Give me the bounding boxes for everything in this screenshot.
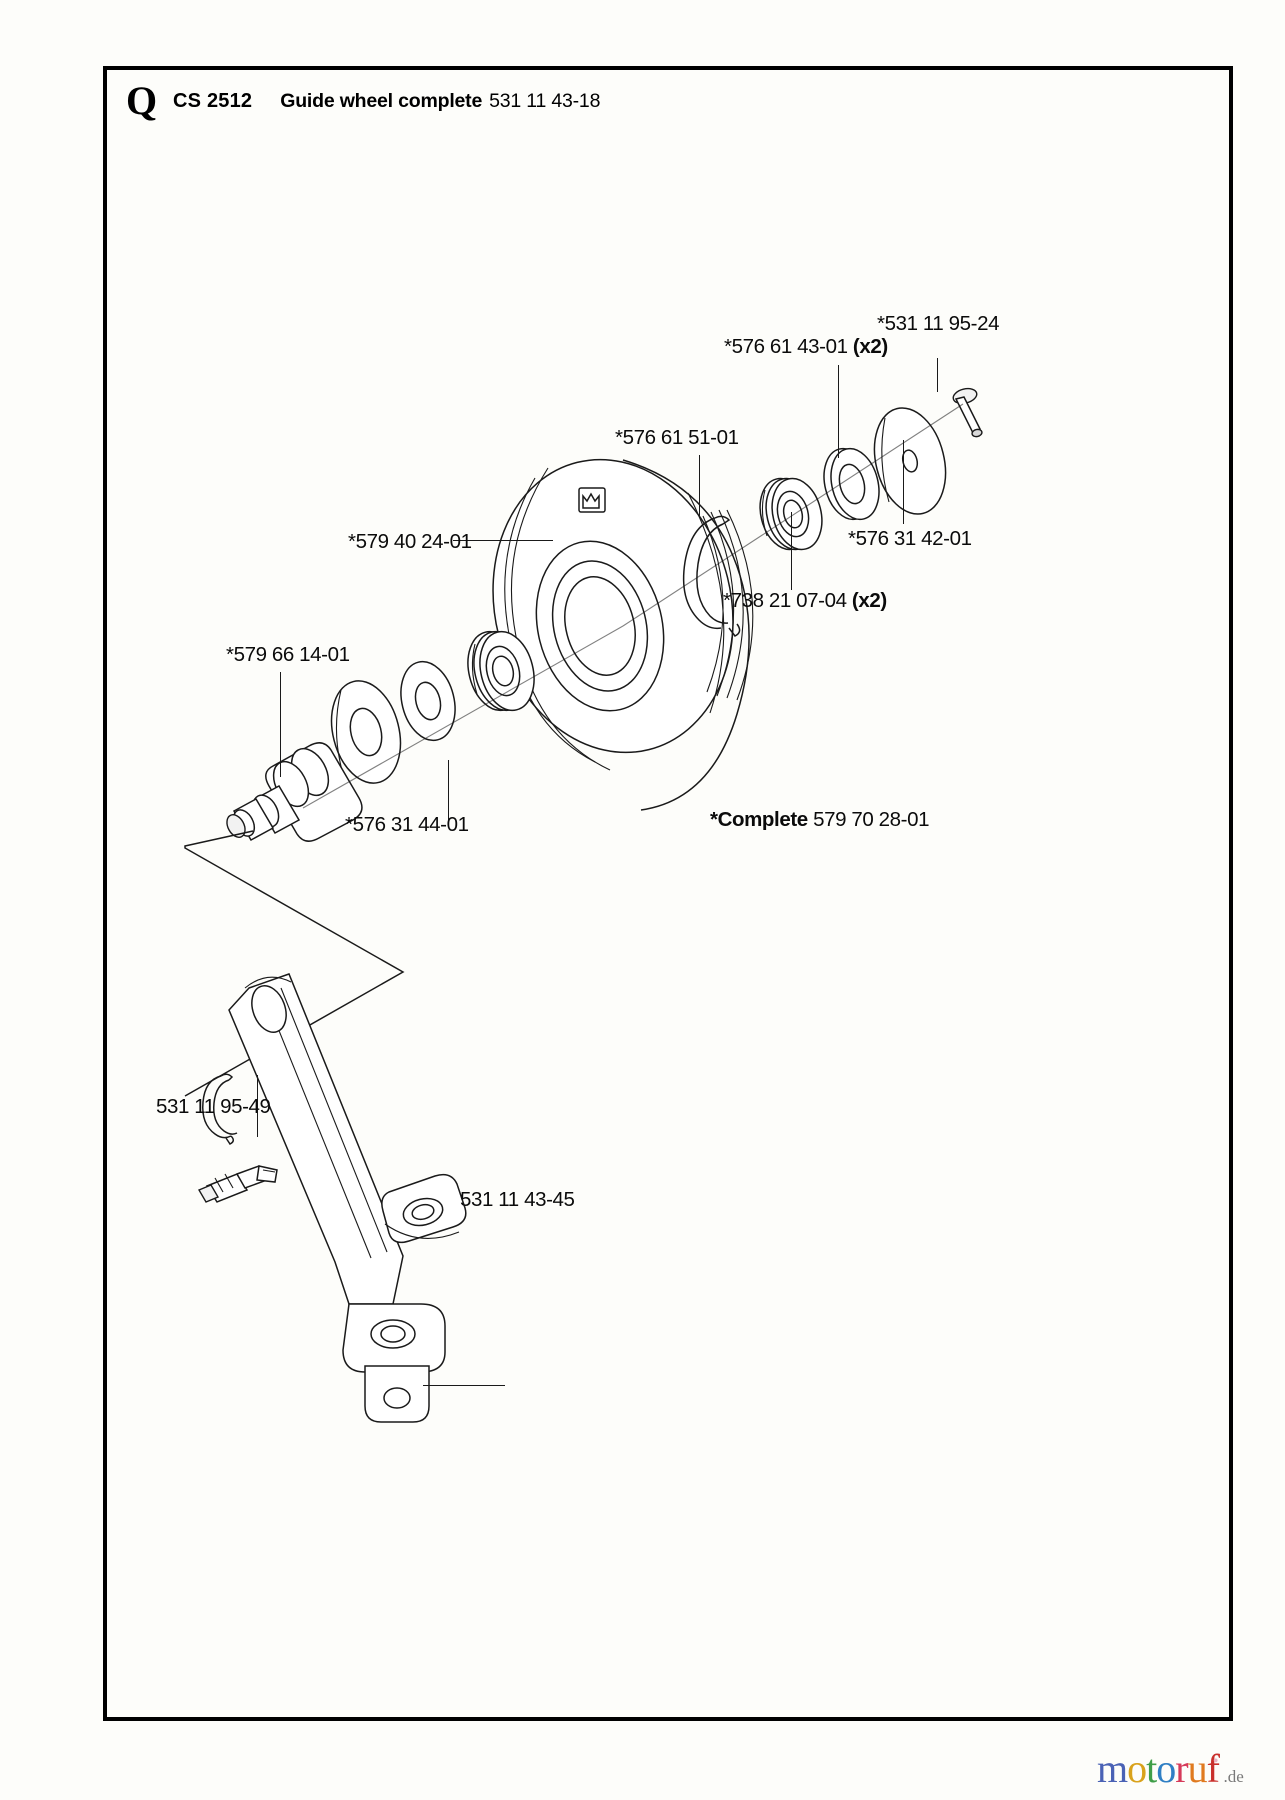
leader-bearing-pair bbox=[791, 512, 793, 590]
assembly-name: Guide wheel complete bbox=[280, 89, 483, 112]
leader-pin bbox=[937, 358, 939, 392]
label-bearing-pair: *738 21 07-04 (x2) bbox=[723, 589, 887, 612]
label-hub-shaft: *579 66 14-01 bbox=[226, 643, 350, 666]
leader-washer-right bbox=[903, 440, 905, 524]
label-washer-pair: *576 61 43-01 (x2) bbox=[724, 335, 888, 358]
watermark-t: t bbox=[1146, 1746, 1157, 1791]
label-washer-mid: *576 31 44-01 bbox=[345, 813, 469, 836]
label-snap-ring: *576 61 51-01 bbox=[615, 426, 739, 449]
label-arm-assembly: 531 11 43-45 bbox=[460, 1188, 575, 1211]
label-guide-wheel: *579 40 24-01 bbox=[348, 530, 472, 553]
label-complete: *Complete 579 70 28-01 bbox=[710, 808, 930, 831]
leader-arm-assembly bbox=[423, 1385, 505, 1387]
watermark-m: m bbox=[1097, 1746, 1128, 1791]
page-frame bbox=[103, 66, 1233, 1721]
leader-hub-shaft bbox=[280, 672, 282, 777]
assembly-number: 531 11 43-18 bbox=[489, 89, 601, 112]
watermark-r: r bbox=[1175, 1746, 1188, 1791]
watermark-motoruf: motoruf•.de bbox=[1097, 1748, 1244, 1799]
section-letter: Q bbox=[125, 78, 157, 123]
label-retaining-ring: 531 11 95-49 bbox=[156, 1095, 271, 1118]
label-pin: *531 11 95-24 bbox=[877, 312, 1000, 335]
model-code: CS 2512 bbox=[173, 89, 253, 112]
diagram-header: Q CS 2512 Guide wheel complete 531 11 43… bbox=[113, 78, 1013, 124]
leader-guide-wheel bbox=[453, 540, 553, 542]
leader-retaining-ring bbox=[257, 1075, 259, 1137]
watermark-f: f bbox=[1206, 1746, 1220, 1791]
watermark-accent: • bbox=[1212, 1753, 1219, 1770]
watermark-suffix: .de bbox=[1223, 1767, 1244, 1786]
watermark-u: u bbox=[1187, 1746, 1208, 1791]
leader-washer-pair bbox=[838, 365, 840, 458]
label-washer-right: *576 31 42-01 bbox=[848, 527, 972, 550]
watermark-o2: o bbox=[1156, 1746, 1176, 1791]
leader-washer-mid bbox=[448, 760, 450, 827]
leader-snap-ring bbox=[699, 455, 701, 517]
watermark-o1: o bbox=[1127, 1746, 1147, 1791]
